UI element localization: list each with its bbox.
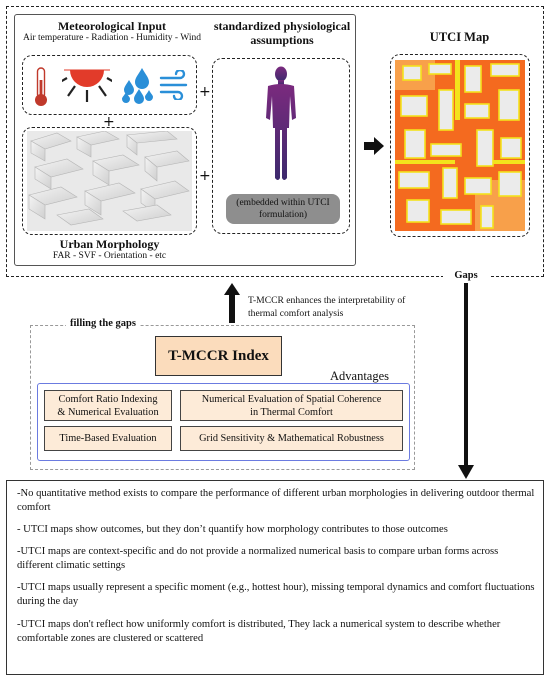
gap-item-3: -UTCI maps are context-specific and do n… bbox=[17, 546, 499, 571]
filling-gaps-frame bbox=[30, 325, 415, 470]
down-arrow-icon bbox=[458, 283, 474, 479]
tmccr-note-line2: thermal comfort analysis bbox=[248, 308, 344, 319]
advantages-title: Advantages bbox=[330, 369, 390, 383]
physiological-box bbox=[212, 58, 350, 234]
thermometer-icon bbox=[35, 67, 47, 106]
advantage-item-4: Grid Sensitivity & Mathematical Robustne… bbox=[180, 426, 403, 451]
urban-morphology-title: Urban Morphology bbox=[59, 237, 160, 251]
filling-gaps-title: filling the gaps bbox=[66, 318, 140, 329]
advantage-2-line2: in Thermal Comfort bbox=[250, 406, 333, 418]
physiological-title-line2: assumptions bbox=[250, 33, 314, 47]
tmccr-note: T-MCCR enhances the interpretability of … bbox=[248, 294, 405, 320]
meteorological-box bbox=[22, 55, 197, 115]
urban-morphology-box bbox=[22, 127, 197, 235]
plus-sign-meteorological: + bbox=[199, 84, 211, 100]
urban-morphology-subtitle: FAR - SVF - Orientation - etc bbox=[52, 251, 167, 261]
gaps-list-box: -No quantitative method exists to compar… bbox=[6, 480, 544, 675]
advantage-item-1: Comfort Ratio Indexing & Numerical Evalu… bbox=[44, 390, 172, 421]
wind-icon bbox=[159, 70, 188, 100]
gap-item-1: -No quantitative method exists to compar… bbox=[17, 488, 535, 513]
water-drops-icon bbox=[122, 68, 153, 104]
utci-note-line1: (embedded within UTCI bbox=[236, 198, 330, 208]
utci-note-line2: formulation) bbox=[258, 210, 307, 220]
tmccr-note-line1: T-MCCR enhances the interpretability of bbox=[248, 295, 406, 306]
tmccr-index-box: T-MCCR Index bbox=[155, 336, 282, 376]
utci-map-box bbox=[390, 54, 530, 237]
physiological-title: standardized physiological assumptions bbox=[212, 19, 352, 47]
advantage-item-3: Time-Based Evaluation bbox=[44, 426, 172, 451]
meteorological-title: Meteorological Input bbox=[57, 19, 167, 33]
plus-sign-vertical: + bbox=[103, 114, 115, 130]
advantage-1-line2: & Numerical Evaluation bbox=[57, 406, 159, 418]
urban-morphology-3d-model bbox=[27, 131, 192, 231]
advantages-frame bbox=[37, 383, 410, 461]
right-arrow-icon bbox=[364, 137, 384, 155]
meteorological-subtitle: Air temperature - Radiation - Humidity -… bbox=[22, 33, 202, 43]
physiological-title-line1: standardized physiological bbox=[213, 19, 351, 33]
gaps-label: Gaps bbox=[443, 269, 489, 283]
plus-sign-morphology: + bbox=[199, 168, 211, 184]
advantage-3-line1: Time-Based Evaluation bbox=[59, 433, 157, 444]
advantage-item-2: Numerical Evaluation of Spatial Coherenc… bbox=[180, 390, 403, 421]
gap-item-4: -UTCI maps usually represent a specific … bbox=[17, 582, 535, 607]
input-panel bbox=[14, 14, 356, 266]
advantage-1-line1: Comfort Ratio Indexing bbox=[58, 393, 158, 405]
utci-map-image bbox=[395, 60, 525, 231]
gap-item-5: -UTCI maps don't reflect how uniformly c… bbox=[17, 619, 501, 644]
sun-icon bbox=[62, 69, 112, 102]
up-arrow-icon bbox=[224, 283, 240, 323]
top-process-frame bbox=[6, 6, 544, 277]
utci-map-title: UTCI Map bbox=[429, 30, 490, 44]
advantage-4-line1: Grid Sensitivity & Mathematical Robustne… bbox=[199, 433, 384, 444]
utci-formulation-note: (embedded within UTCI formulation) bbox=[226, 194, 340, 224]
advantage-2-line1: Numerical Evaluation of Spatial Coherenc… bbox=[201, 393, 382, 405]
gap-item-2: - UTCI maps show outcomes, but they don’… bbox=[17, 524, 448, 535]
human-body-icon bbox=[266, 66, 296, 180]
